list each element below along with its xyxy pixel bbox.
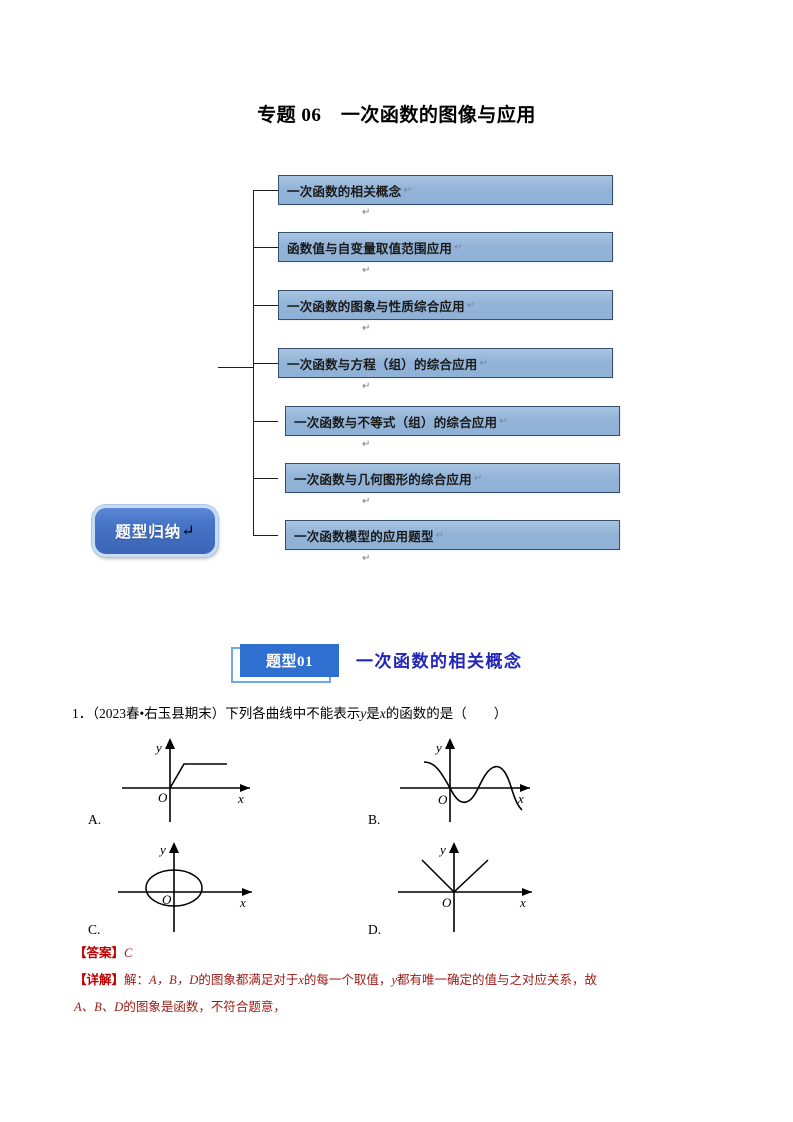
option-b-label: B. xyxy=(368,812,381,827)
option-d-label: D. xyxy=(368,922,382,937)
option-c-origin-label: O xyxy=(162,892,172,907)
pilcrow-mark: ↵ xyxy=(362,553,371,564)
connector-stub-5 xyxy=(253,421,278,423)
option-a[interactable]: O x y A. xyxy=(72,730,362,830)
pilcrow-mark: ↵ xyxy=(362,439,371,450)
pilcrow-mark: ↵ xyxy=(454,241,463,253)
option-a-label: A. xyxy=(88,812,102,827)
option-b-origin-label: O xyxy=(438,792,448,807)
option-b-graph: O x y xyxy=(400,738,530,822)
detail-text-e: 的图象是函数，不符合题意， xyxy=(123,1000,286,1014)
detail-text-c: 的每一个取值， xyxy=(303,973,392,987)
pilcrow-mark: ↵ xyxy=(466,299,476,311)
answer-block: 【答案】C 【详解】解：A，B，D的图象都满足对于x的每一个取值，y都有唯一确定… xyxy=(74,940,722,1021)
detail-tag: 【详解】 xyxy=(74,973,125,987)
detail-var-x: x xyxy=(298,973,304,987)
detail-row-1: 【详解】解：A，B，D的图象都满足对于x的每一个取值，y都有唯一确定的值与之对应… xyxy=(74,967,722,994)
question-var-y: y xyxy=(360,706,367,721)
section-badge-fill: 题型01 xyxy=(240,644,339,677)
option-c[interactable]: O x y C. xyxy=(72,840,362,940)
diagram-branch-5: 一次函数与不等式（组）的综合应用↵ xyxy=(285,406,620,436)
diagram-branch-2: 函数值与自变量取值范围应用↵ xyxy=(278,232,613,262)
option-d[interactable]: O x y D. xyxy=(352,840,642,940)
option-a-origin-label: O xyxy=(158,790,168,805)
diagram-branch-7: 一次函数模型的应用题型↵ xyxy=(285,520,620,550)
detail-row-2: A、B、D的图象是函数，不符合题意， xyxy=(74,994,722,1021)
question-options: O x y A. O x y B. O x y C xyxy=(0,730,793,945)
option-c-graph: O x y xyxy=(118,842,252,932)
pilcrow-mark: ↵ xyxy=(362,207,371,218)
connector-stub-3 xyxy=(253,305,278,307)
option-a-graph: O x y xyxy=(122,738,250,822)
section-header: 题型01 一次函数的相关概念 xyxy=(0,644,793,690)
connector-stub-7 xyxy=(253,535,278,537)
diagram-branch-4-label: 一次函数与方程（组）的综合应用 xyxy=(287,357,478,372)
detail-vars-abd-2: A、B、D xyxy=(74,1000,124,1014)
diagram-root-label: 题型归纳 xyxy=(115,524,182,541)
pilcrow-mark: ↵ xyxy=(362,496,371,507)
pilcrow-mark: ↵ xyxy=(473,472,483,484)
detail-vars-abd: A，B，D xyxy=(149,973,199,987)
answer-tag: 【答案】 xyxy=(74,946,125,960)
section-badge: 题型01 xyxy=(231,644,341,688)
diagram-branch-2-label: 函数值与自变量取值范围应用 xyxy=(287,241,453,256)
section-badge-label: 题型01 xyxy=(265,654,313,670)
diagram-branch-4: 一次函数与方程（组）的综合应用↵ xyxy=(278,348,613,378)
connector-trunk xyxy=(253,190,255,535)
question-text-mid: 是 xyxy=(366,706,380,721)
option-c-x-label: x xyxy=(239,895,246,910)
pilcrow-mark: ↵ xyxy=(362,265,371,276)
pilcrow-mark: ↵ xyxy=(362,381,371,392)
connector-stub-6 xyxy=(253,478,278,480)
option-d-x-label: x xyxy=(519,895,526,910)
option-c-label: C. xyxy=(88,922,101,937)
diagram-branch-6-label: 一次函数与几何图形的综合应用 xyxy=(294,472,472,487)
section-title: 一次函数的相关概念 xyxy=(356,652,523,671)
pilcrow-mark: ↵ xyxy=(403,184,412,196)
question-text-after: 的函数的是（ ） xyxy=(385,706,508,721)
pilcrow-mark: ↵ xyxy=(499,415,508,427)
detail-text-a: 解： xyxy=(124,973,150,987)
connector-stub-1 xyxy=(253,190,278,192)
option-d-graph: O x y xyxy=(398,842,532,932)
diagram-branch-1: 一次函数的相关概念↵ xyxy=(278,175,613,205)
option-b[interactable]: O x y B. xyxy=(352,730,642,830)
pilcrow-mark: ↵ xyxy=(479,357,488,369)
option-b-x-label: x xyxy=(517,791,524,806)
pilcrow-mark: ↵ xyxy=(435,529,445,541)
detail-text-d: 都有唯一确定的值与之对应关系，故 xyxy=(397,973,598,987)
connector-stub-4 xyxy=(253,363,278,365)
pilcrow-mark: ↵ xyxy=(362,323,371,334)
question-source: （2023春•右玉县期末） xyxy=(92,706,226,721)
topic-mindmap-diagram: 题型归纳↵ 一次函数的相关概念↵ ↵ 函数值与自变量取值范围应用↵ ↵ 一次函数… xyxy=(0,160,793,580)
diagram-root-node: 题型归纳↵ xyxy=(92,505,218,557)
connector-root-stub xyxy=(218,367,254,369)
diagram-branch-6: 一次函数与几何图形的综合应用↵ xyxy=(285,463,620,493)
diagram-branch-1-label: 一次函数的相关概念 xyxy=(287,184,402,199)
question-number: 1 xyxy=(72,706,79,721)
diagram-branch-3-label: 一次函数的图象与性质综合应用 xyxy=(287,299,465,314)
connector-stub-2 xyxy=(253,247,278,249)
answer-value: C xyxy=(124,946,133,960)
question-stem: 1．（2023春•右玉县期末）下列各曲线中不能表示y是x的函数的是（ ） xyxy=(72,702,507,722)
option-a-x-label: x xyxy=(237,791,244,806)
answer-row: 【答案】C xyxy=(74,940,722,967)
diagram-branch-7-label: 一次函数模型的应用题型 xyxy=(294,529,434,544)
question-number-dot: ． xyxy=(78,706,93,721)
option-c-y-label: y xyxy=(158,842,166,857)
detail-var-y: y xyxy=(391,973,397,987)
option-b-y-label: y xyxy=(434,740,442,755)
diagram-branch-5-label: 一次函数与不等式（组）的综合应用 xyxy=(294,415,498,430)
question-text-before: 下列各曲线中不能表示 xyxy=(225,706,361,721)
detail-text-b: 的图象都满足对于 xyxy=(198,973,299,987)
option-a-y-label: y xyxy=(154,740,162,755)
option-d-y-label: y xyxy=(438,842,446,857)
page-title: 专题 06 一次函数的图像与应用 xyxy=(257,105,536,126)
option-d-origin-label: O xyxy=(442,895,452,910)
diagram-branch-3: 一次函数的图象与性质综合应用↵ xyxy=(278,290,613,320)
pilcrow-mark: ↵ xyxy=(181,523,195,540)
question-var-x: x xyxy=(379,706,386,721)
